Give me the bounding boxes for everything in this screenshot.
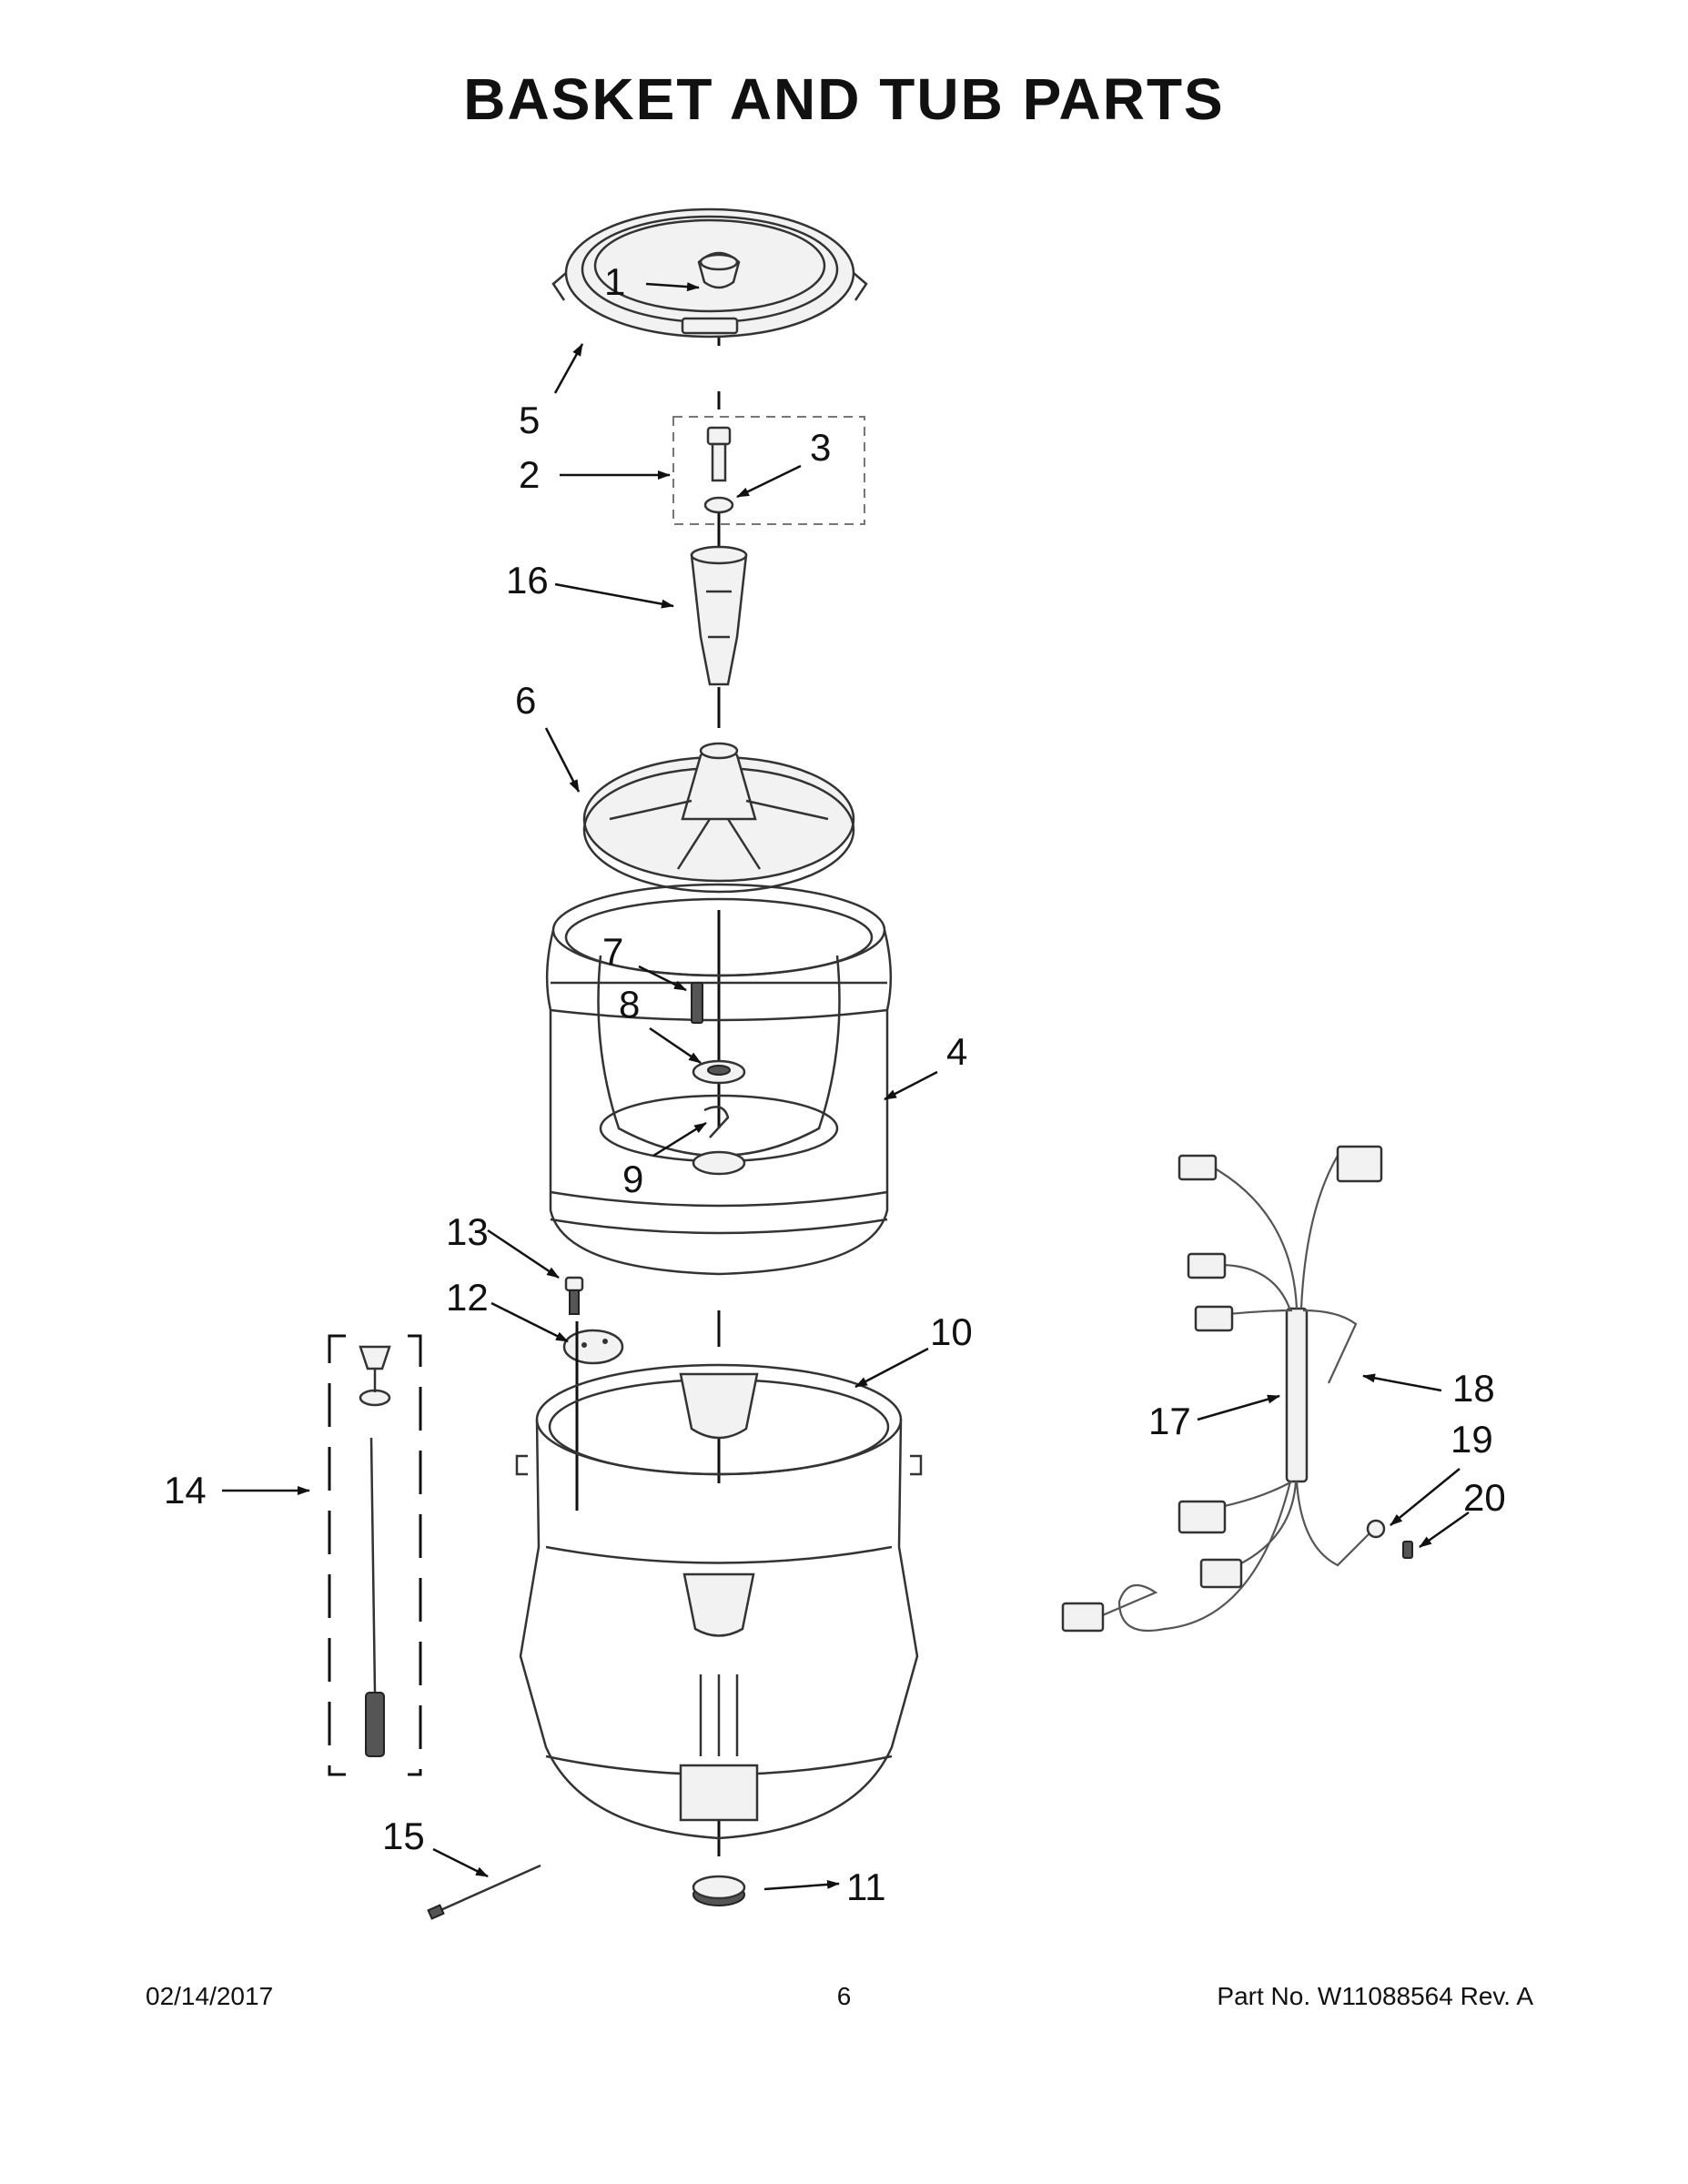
suspension-bracket-left [328,1334,346,1776]
callout-19: 19 [1450,1418,1493,1461]
suspension-rod-part [359,1345,391,1757]
bolt-kit-box [672,416,865,525]
callout-2: 2 [519,453,540,496]
callout-17: 17 [1148,1400,1191,1442]
hole-cover-part [562,1329,624,1365]
pressure-tube-part [427,1864,541,1920]
callout-15: 15 [382,1815,425,1857]
callout-20: 20 [1463,1476,1506,1519]
screw-part [691,982,703,1024]
callout-labels: 1 5 2 3 16 6 7 8 4 9 13 12 10 14 11 15 1… [164,260,1506,1908]
bolt-part [706,426,732,482]
footer-page-number: 6 [836,1982,852,2010]
mounting-bolt-part [564,1276,584,1315]
callout-6: 6 [515,679,536,722]
callout-1: 1 [604,260,625,303]
clip-part [703,1106,730,1138]
impeller-part [582,742,855,894]
footer-part-number: Part No. W11088564 Rev. A [1217,1982,1533,2010]
outer-tub-part [515,1363,923,1840]
callout-18: 18 [1452,1367,1495,1410]
callout-10: 10 [930,1310,973,1353]
callout-4: 4 [946,1030,967,1073]
callout-14: 14 [164,1469,207,1512]
suspension-bracket-right [408,1334,422,1776]
callout-5: 5 [519,399,540,441]
agitator-cap-part [697,251,741,289]
page-title: BASKET AND TUB PARTS [463,66,1225,132]
callout-16: 16 [506,559,549,602]
washer-part [703,496,734,514]
seal-part [692,1875,746,1906]
callout-9: 9 [622,1158,643,1200]
footer-date: 02/14/2017 [146,1982,274,2010]
hub-part [692,1059,746,1085]
wire-harness-part [1061,1145,1413,1633]
callout-11: 11 [846,1866,886,1908]
callout-13: 13 [446,1210,489,1253]
basket-bottom-hub [692,1150,746,1176]
callout-12: 12 [446,1276,489,1319]
coupler-part [690,545,748,686]
callout-3: 3 [810,426,831,469]
callout-8: 8 [619,983,640,1026]
callout-7: 7 [602,930,623,973]
leader-lines [222,282,1470,1891]
